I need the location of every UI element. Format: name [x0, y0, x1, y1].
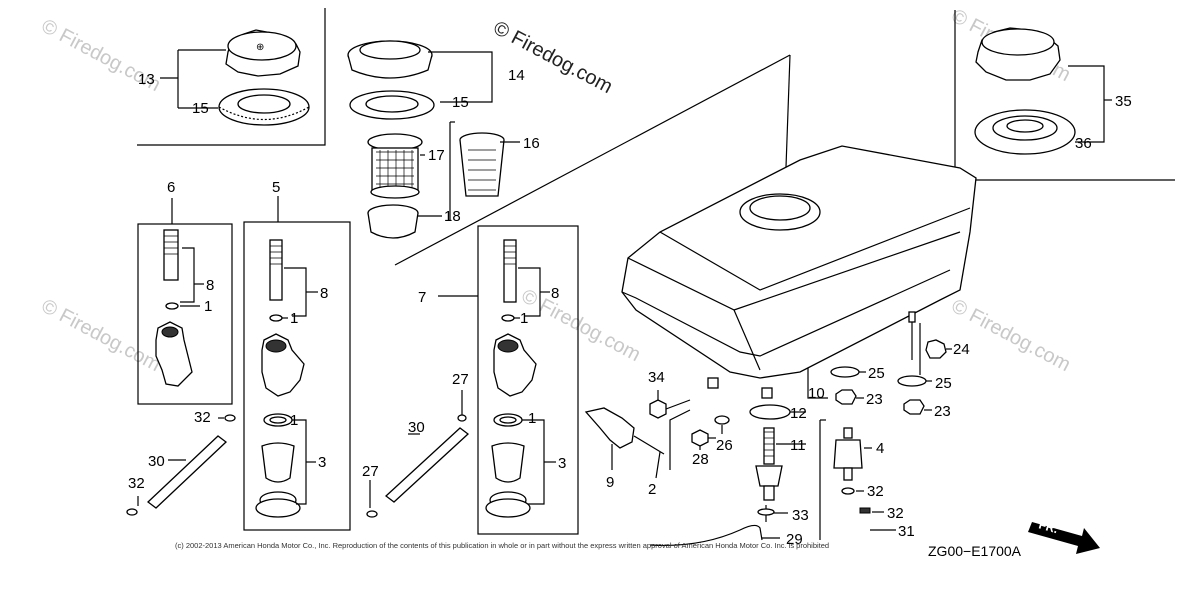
callout-32d: 32 — [887, 505, 904, 522]
callout-24: 24 — [953, 341, 970, 358]
callout-3a: 3 — [318, 454, 326, 471]
callout-12: 12 — [790, 405, 807, 422]
callout-1d: 1 — [520, 310, 528, 327]
callout-9: 9 — [606, 474, 614, 491]
callout-1b: 1 — [290, 310, 298, 327]
fuel-cock-box-6 — [137, 198, 233, 405]
callout-23a: 23 — [866, 391, 883, 408]
fuel-tank — [621, 145, 977, 399]
callout-8c: 8 — [551, 285, 559, 302]
fuel-cock-box-5 — [243, 196, 351, 531]
callout-7: 7 — [418, 289, 426, 306]
watermark-text: © Firedog.com — [38, 295, 164, 376]
callout-23b: 23 — [934, 403, 951, 420]
callout-2: 2 — [648, 481, 656, 498]
callout-1c: 1 — [290, 412, 298, 429]
callout-18: 18 — [444, 208, 461, 225]
callout-15b: 15 — [452, 94, 469, 111]
callout-4: 4 — [876, 440, 884, 457]
watermark-main: © Firedog.com — [490, 17, 616, 98]
callout-5: 5 — [272, 179, 280, 196]
callout-34: 34 — [648, 369, 665, 386]
callout-30a: 30 — [148, 453, 165, 470]
copyright-notice: (c) 2002-2013 American Honda Motor Co., … — [175, 541, 829, 550]
callout-32a: 32 — [194, 409, 211, 426]
callout-25a: 25 — [868, 365, 885, 382]
callout-33: 33 — [792, 507, 809, 524]
callout-17: 17 — [428, 147, 445, 164]
callout-10: 10 — [808, 385, 825, 402]
watermark-text: © Firedog.com — [518, 285, 644, 366]
callout-29: 29 — [786, 531, 803, 548]
callout-32c: 32 — [867, 483, 884, 500]
callout-27b: 27 — [362, 463, 379, 480]
callout-15: 15 — [192, 100, 209, 117]
watermark-text: © Firedog.com — [948, 295, 1074, 376]
fuel-tube-middle — [366, 390, 470, 518]
fuel-joint-group — [649, 404, 806, 546]
callout-32b: 32 — [128, 475, 145, 492]
fasteners-group — [584, 390, 730, 479]
fuel-cock-box-7 — [438, 225, 579, 535]
callout-16: 16 — [523, 135, 540, 152]
callout-28: 28 — [692, 451, 709, 468]
cap-group-35 — [954, 10, 1175, 181]
honda-logo-icon: ⊕ — [256, 42, 264, 53]
tank-mount-hardware — [830, 323, 952, 415]
diagram-code: ZG00−E1700A — [928, 543, 1022, 559]
fuel-tube-left — [126, 414, 236, 516]
callout-6: 6 — [167, 179, 175, 196]
callout-14: 14 — [508, 67, 525, 84]
callout-13: 13 — [138, 71, 155, 88]
callout-11: 11 — [790, 437, 806, 454]
callout-26: 26 — [716, 437, 733, 454]
callout-8b: 8 — [320, 285, 328, 302]
callout-8a: 8 — [206, 277, 214, 294]
callout-36: 36 — [1075, 135, 1092, 152]
callout-30b: 30 — [408, 419, 425, 436]
front-direction-arrow-icon: FR. — [1028, 517, 1100, 554]
fuel-filter-group — [819, 419, 896, 548]
callout-25b: 25 — [935, 375, 952, 392]
callout-35: 35 — [1115, 93, 1132, 110]
callout-27a: 27 — [452, 371, 469, 388]
fuel-cap-strainer-group — [347, 40, 791, 266]
callout-3b: 3 — [558, 455, 566, 472]
callout-31: 31 — [898, 523, 915, 540]
callout-1a: 1 — [204, 298, 212, 315]
front-label: FR. — [1037, 517, 1059, 536]
callout-1e: 1 — [528, 410, 536, 427]
cap-group-13: ⊕ — [137, 8, 326, 146]
